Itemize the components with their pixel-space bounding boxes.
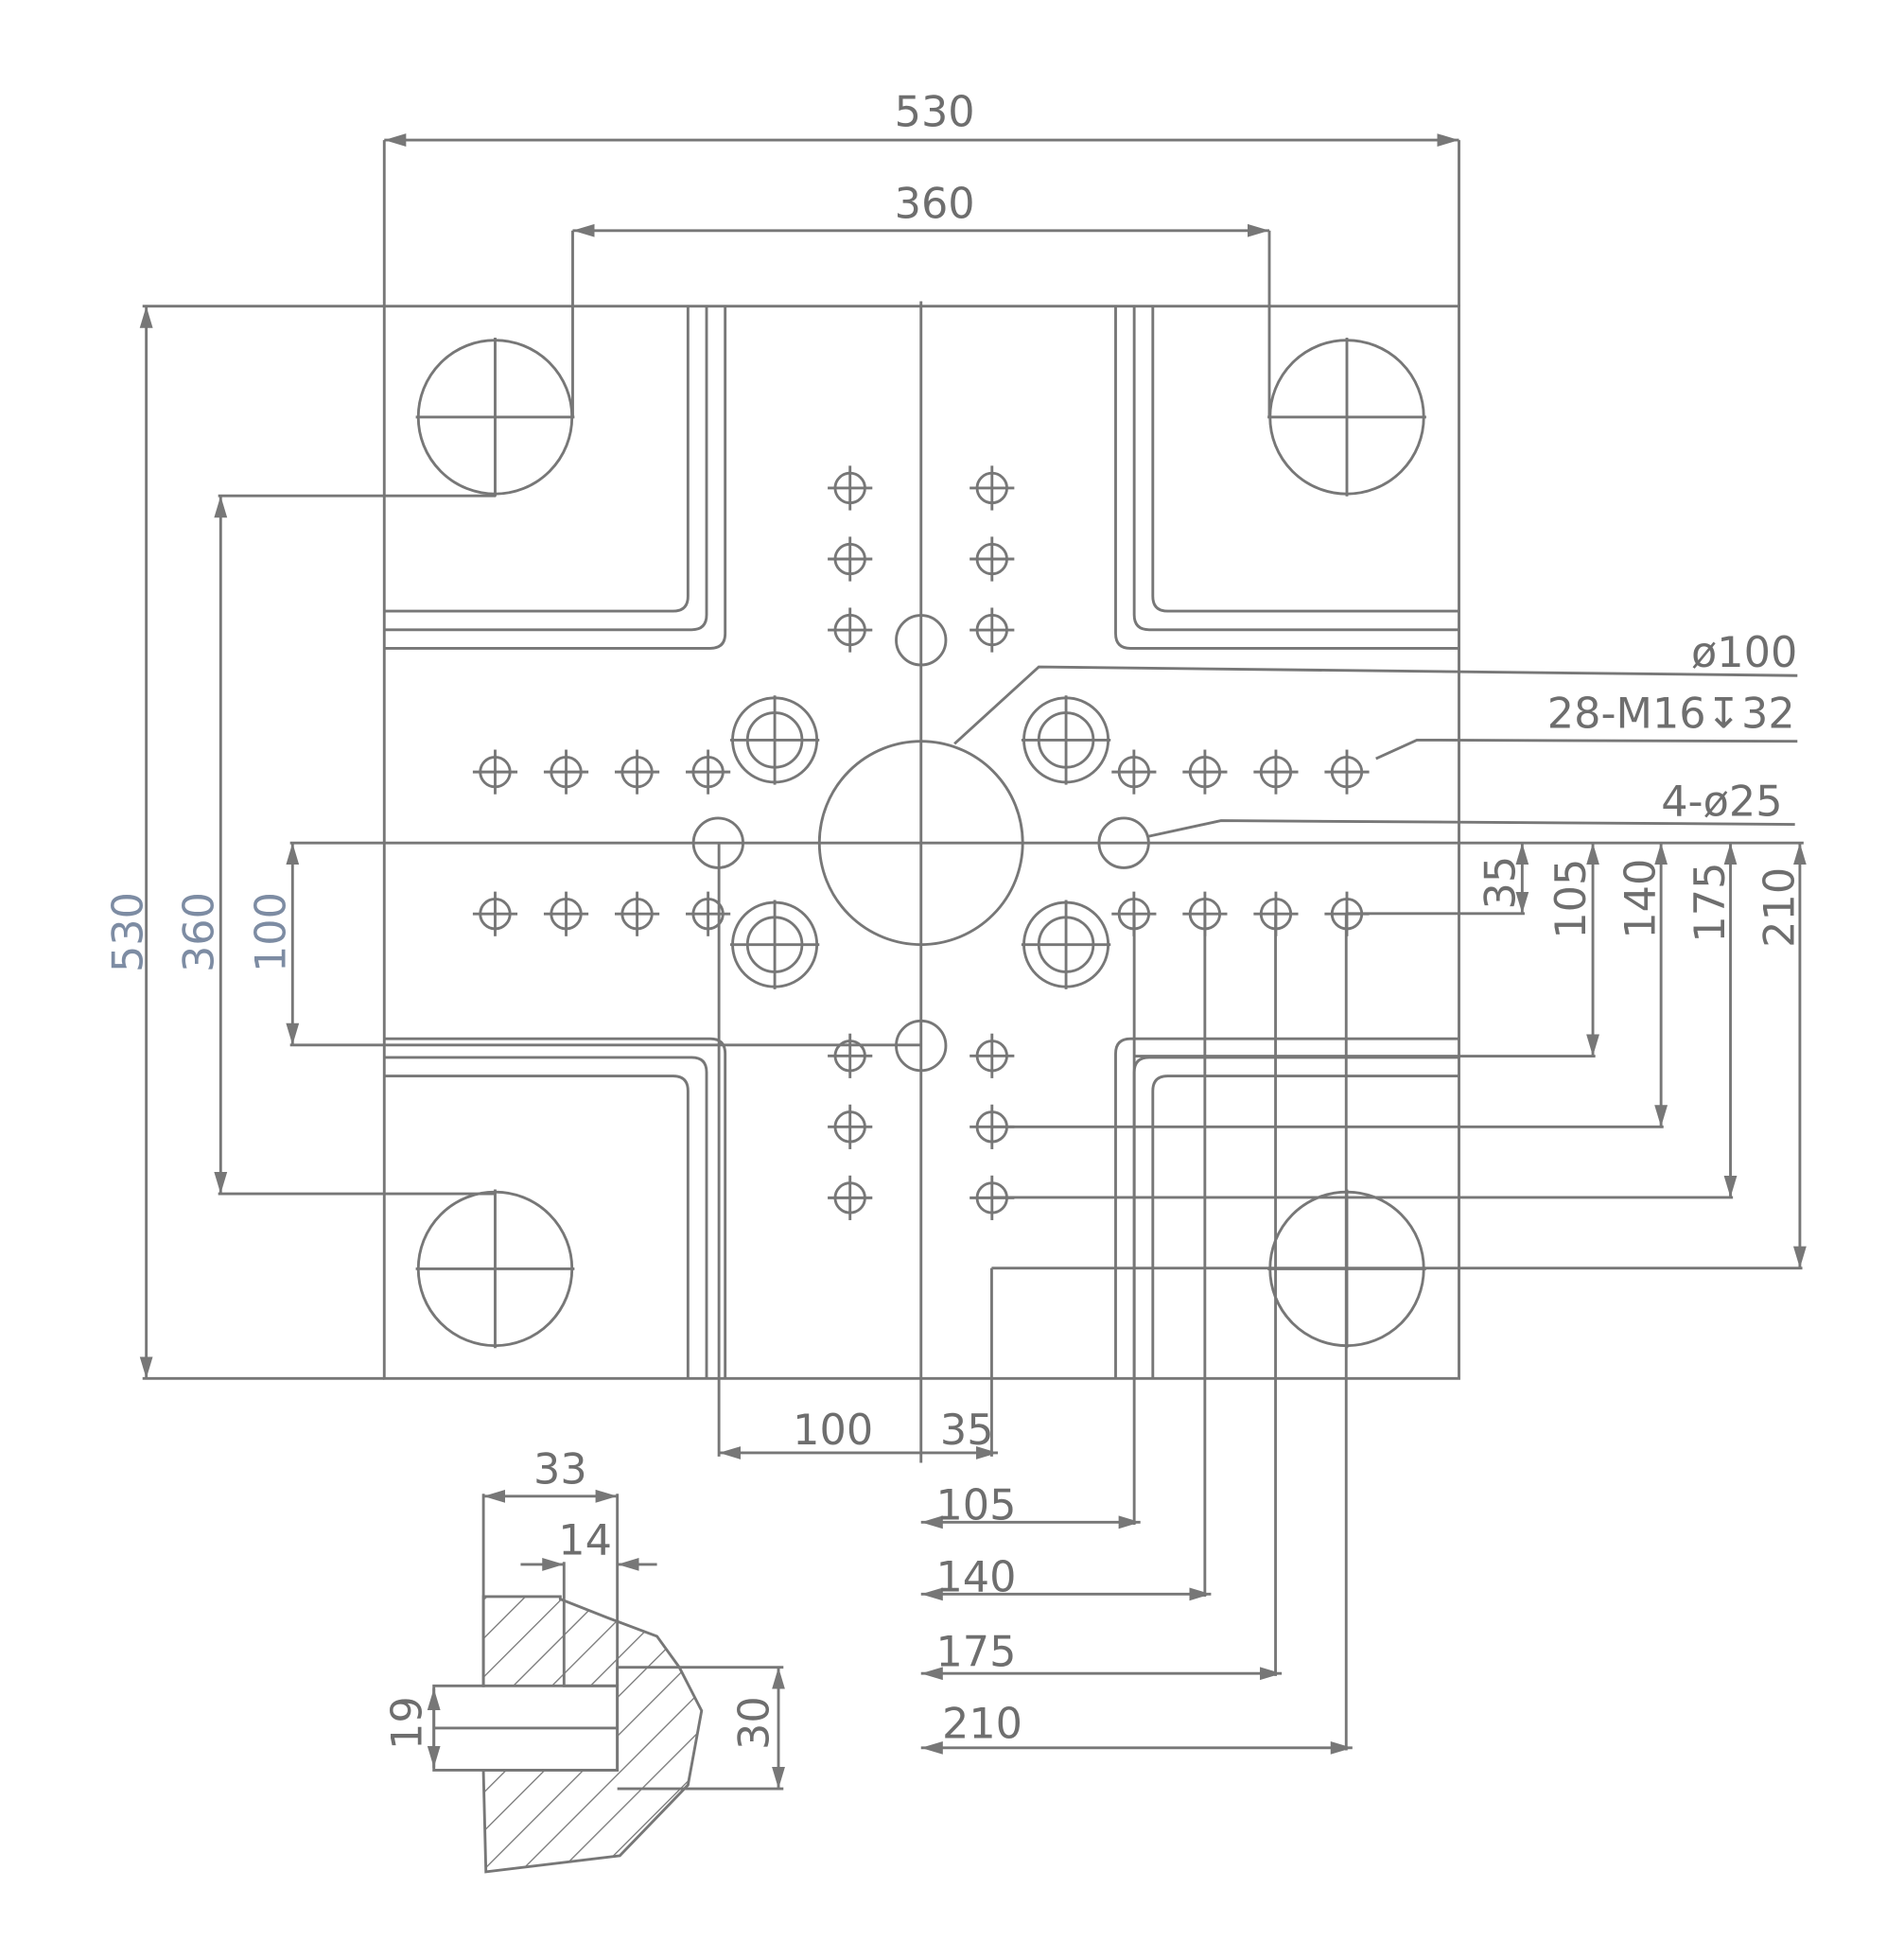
callout-small-holes: 4-ø25 <box>1661 777 1782 826</box>
platen-outline <box>289 301 1804 1463</box>
t-slot-line <box>384 306 708 632</box>
small-hole <box>895 614 948 667</box>
dim-tie-bar-width: 360 <box>895 180 975 229</box>
t-slot-line <box>1151 306 1459 613</box>
t-slot-line <box>1132 1056 1459 1379</box>
t-slot-line <box>384 306 727 650</box>
t-slot-line <box>1114 1037 1459 1379</box>
dim-v175: 175 <box>1686 863 1735 943</box>
dim-h35: 35 <box>940 1406 994 1455</box>
t-slot-line <box>384 1037 727 1379</box>
t-slot-section-detail: 33 14 19 30 <box>383 1445 785 1874</box>
detail-width-outer: 33 <box>533 1445 587 1494</box>
detail-height-outer: 30 <box>730 1696 779 1750</box>
dim-h175: 175 <box>935 1627 1016 1676</box>
detail-width-inner: 14 <box>558 1515 612 1564</box>
dim-tie-bar-height: 360 <box>174 892 223 972</box>
holes <box>415 338 1426 1349</box>
dim-center-width: 100 <box>793 1406 873 1455</box>
dim-v140: 140 <box>1616 859 1666 939</box>
callout-threaded-holes: 28-M16↧32 <box>1547 689 1795 738</box>
small-hole <box>1097 816 1150 869</box>
dim-h140: 140 <box>935 1553 1016 1602</box>
dimension-labels: 530 360 530 360 100 35 105 140 175 210 1… <box>104 88 1805 1749</box>
dim-h105: 105 <box>935 1481 1016 1530</box>
dim-v210: 210 <box>1755 867 1804 948</box>
t-slot-line <box>384 1056 708 1379</box>
dim-overall-width: 530 <box>895 88 975 137</box>
t-slot-line <box>1151 1075 1459 1379</box>
t-slot-line <box>384 1075 690 1379</box>
detail-height-inner: 19 <box>383 1696 432 1750</box>
dimension-lines <box>139 133 1807 1755</box>
t-slot-line <box>384 306 690 613</box>
dim-v35: 35 <box>1476 856 1525 910</box>
dim-overall-height: 530 <box>104 892 153 972</box>
callout-center-bore: ø100 <box>1691 628 1797 677</box>
dim-h210: 210 <box>942 1699 1022 1748</box>
t-slot-line <box>1114 306 1459 650</box>
t-slot-line <box>1132 306 1459 632</box>
dim-center-height: 100 <box>246 892 295 972</box>
dim-v105: 105 <box>1546 859 1596 939</box>
center-bore <box>817 740 1024 947</box>
